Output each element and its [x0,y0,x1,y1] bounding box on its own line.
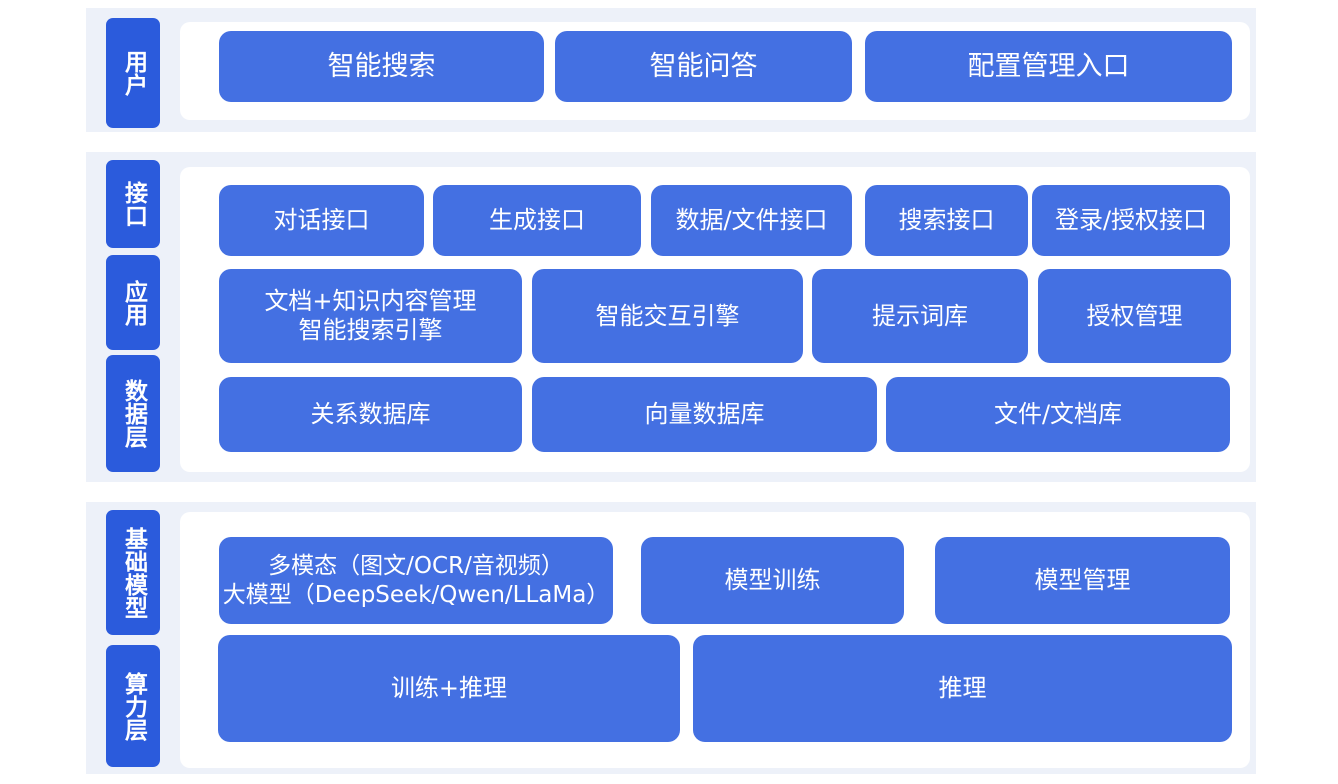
smart-interaction-engine-box: 智能交互引擎 [532,269,803,363]
file-doc-library-box: 文件/文档库 [886,377,1230,452]
llm-line: 大模型（DeepSeek/Qwen/LLaMa） [222,581,610,608]
data-layer-label: 数据层 [106,355,160,472]
multimodal-line: 多模态（图文/OCR/音视频） [268,552,564,579]
vector-db-box: 向量数据库 [532,377,877,452]
doc-knowledge-search-box: 文档+知识内容管理 智能搜索引擎 [219,269,522,363]
doc-knowledge-line: 文档+知识内容管理 [264,287,477,315]
compute-layer-label: 算力层 [106,645,160,767]
application-layer-label: 应用 [106,255,160,350]
dialog-interface-box: 对话接口 [219,185,424,256]
login-auth-interface-box: 登录/授权接口 [1032,185,1230,256]
interface-layer-label: 接口 [106,160,160,248]
search-engine-line: 智能搜索引擎 [298,316,443,344]
inference-box: 推理 [693,635,1232,742]
multimodal-llm-box: 多模态（图文/OCR/音视频） 大模型（DeepSeek/Qwen/LLaMa） [219,537,613,624]
relational-db-box: 关系数据库 [219,377,522,452]
training-inference-box: 训练+推理 [218,635,680,742]
auth-management-box: 授权管理 [1038,269,1231,363]
model-management-box: 模型管理 [935,537,1230,624]
prompt-library-box: 提示词库 [812,269,1028,363]
config-management-entry-box: 配置管理入口 [865,31,1232,102]
search-interface-box: 搜索接口 [865,185,1028,256]
data-file-interface-box: 数据/文件接口 [651,185,852,256]
foundation-model-label: 基础模型 [106,510,160,635]
user-layer-label: 用户 [106,18,160,128]
generation-interface-box: 生成接口 [433,185,641,256]
smart-search-box: 智能搜索 [219,31,544,102]
model-training-box: 模型训练 [641,537,904,624]
smart-qa-box: 智能问答 [555,31,852,102]
